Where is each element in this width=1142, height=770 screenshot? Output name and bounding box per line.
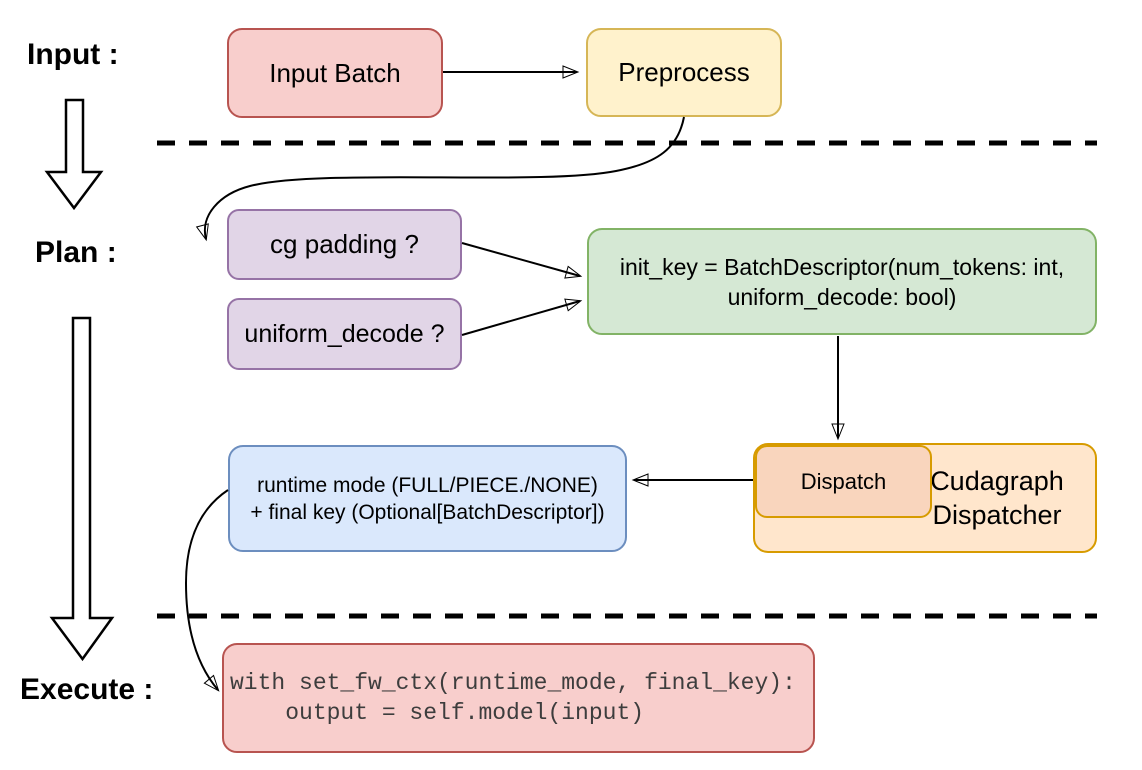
node-init-key-line2: uniform_decode: bool) xyxy=(727,283,957,310)
node-runtime-mode-line1: runtime mode (FULL/PIECE./NONE) xyxy=(257,473,598,497)
stage-label-execute: Execute : xyxy=(20,673,154,706)
down-arrow-plan-icon xyxy=(49,316,115,662)
node-cg-padding: cg padding ? xyxy=(227,209,462,280)
arrow-cgpadding-to-initkey xyxy=(461,242,583,279)
down-arrow-input-icon xyxy=(44,98,104,211)
arrow-uniformdecode-to-initkey xyxy=(461,298,583,336)
node-dispatch: Dispatch xyxy=(755,445,932,518)
node-input-batch-label: Input Batch xyxy=(269,57,401,88)
node-preprocess-label: Preprocess xyxy=(618,57,750,87)
node-preprocess: Preprocess xyxy=(586,28,782,117)
node-dispatch-label: Dispatch xyxy=(800,468,887,494)
node-runtime-mode-line2: + final key (Optional[BatchDescriptor]) xyxy=(250,500,605,524)
node-init-key: init_key = BatchDescriptor(num_tokens: i… xyxy=(587,228,1097,335)
stage-label-plan: Plan : xyxy=(35,236,117,269)
node-init-key-line1: init_key = BatchDescriptor(num_tokens: i… xyxy=(619,253,1065,280)
node-uniform-decode: uniform_decode ? xyxy=(227,298,462,370)
node-execute-code-line1: with set_fw_ctx(runtime_mode, final_key)… xyxy=(230,670,796,696)
node-cg-padding-label: cg padding ? xyxy=(270,229,419,259)
stage-label-input: Input : xyxy=(27,38,119,71)
node-execute-code-line2: output = self.model(input) xyxy=(230,700,645,726)
node-uniform-decode-label: uniform_decode ? xyxy=(244,319,445,348)
node-runtime-mode: runtime mode (FULL/PIECE./NONE) + final … xyxy=(228,445,627,552)
node-input-batch: Input Batch xyxy=(227,28,443,118)
node-execute-code: with set_fw_ctx(runtime_mode, final_key)… xyxy=(222,643,815,753)
node-cudagraph-dispatcher-label: Cudagraph Dispatcher xyxy=(930,466,1064,530)
